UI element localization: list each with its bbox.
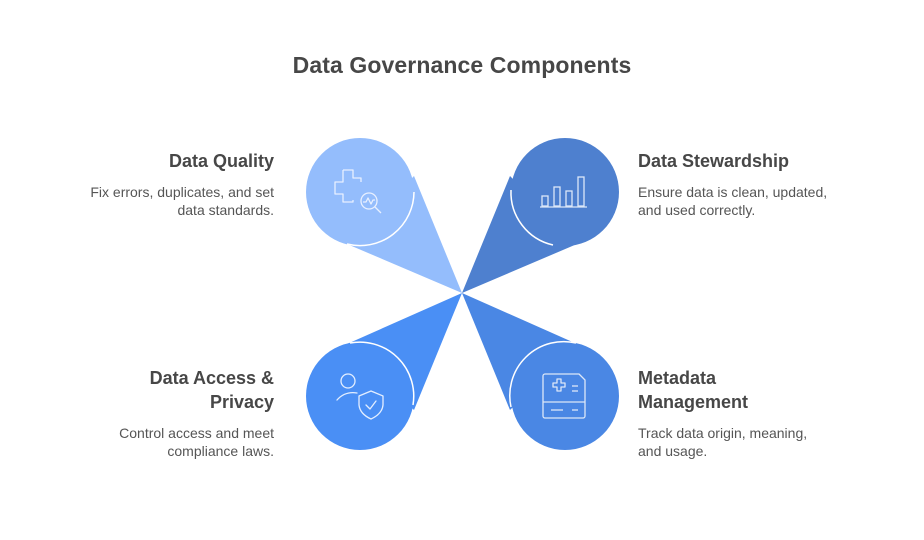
metadata-description: Track data origin, meaning, and usage. — [638, 425, 808, 459]
quality-description: Fix errors, duplicates, and set data sta… — [90, 184, 274, 218]
stewardship-node — [462, 138, 619, 293]
stewardship-description: Ensure data is clean, updated, and used … — [638, 184, 828, 218]
user-shield-icon — [336, 373, 384, 420]
access-block: Data Access & Privacy Control access and… — [44, 366, 274, 460]
metadata-node — [462, 293, 619, 450]
access-node — [306, 293, 462, 450]
quality-heading: Data Quality — [168, 151, 274, 171]
access-heading: Data Access & Privacy — [149, 368, 274, 412]
quality-block: Data Quality Fix errors, duplicates, and… — [44, 149, 274, 219]
stewardship-heading: Data Stewardship — [638, 151, 790, 171]
health-search-icon — [334, 169, 382, 214]
medical-record-icon — [542, 373, 586, 419]
bar-chart-icon — [540, 176, 587, 208]
metadata-heading: Metadata Management — [638, 368, 749, 412]
access-description: Control access and meet compliance laws. — [119, 425, 274, 459]
stewardship-block: Data Stewardship Ensure data is clean, u… — [638, 149, 868, 219]
page-title: Data Governance Components — [292, 52, 632, 78]
metadata-block: Metadata Management Track data origin, m… — [638, 366, 868, 460]
quality-node — [306, 138, 462, 293]
